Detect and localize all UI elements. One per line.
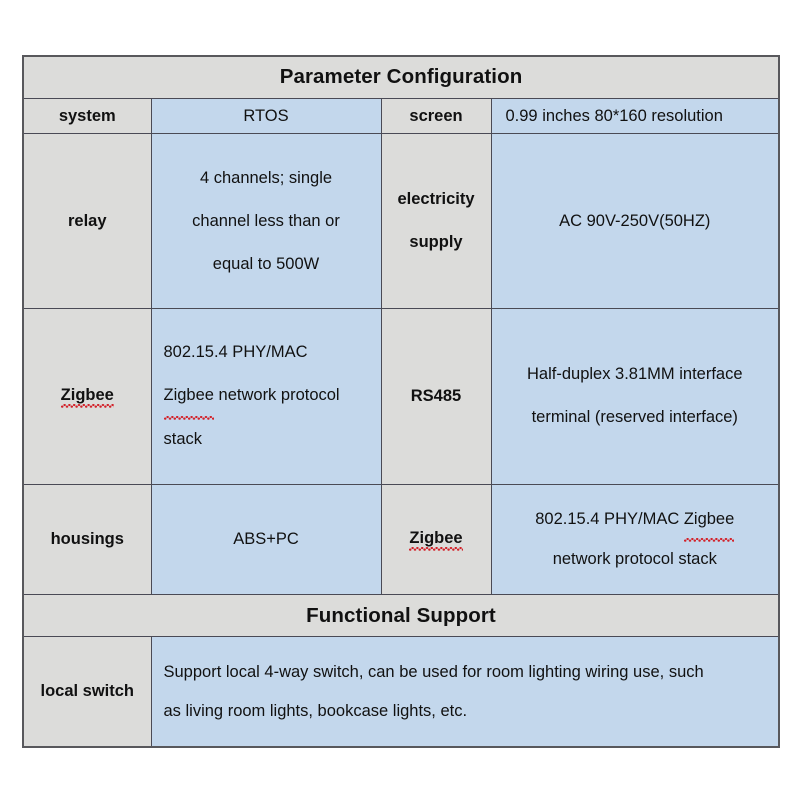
row-value-zigbee-line-1: 802.15.4 PHY/MAC	[163, 343, 308, 362]
row-value-housings: ABS+PC	[150, 483, 382, 596]
row-value-zigbee: 802.15.4 PHY/MAC Zigbee network protocol…	[150, 307, 382, 485]
parameter-configuration-table: Parameter Configuration system RTOS scre…	[22, 55, 781, 748]
row-value-relay-line-1: 4 channels; single	[199, 168, 333, 187]
row-value-relay-line-3: equal to 500W	[212, 254, 320, 273]
table-row-zigbee: Zigbee 802.15.4 PHY/MAC Zigbee network p…	[22, 307, 780, 485]
row-label-system: system	[22, 97, 152, 135]
row-label-zigbee: Zigbee	[22, 307, 152, 485]
row-value-rs485-line-1: Half-duplex 3.81MM interface	[527, 365, 743, 384]
row-label-local-switch: local switch	[22, 636, 152, 748]
row-value-zigbee-2-line-2: network protocol stack	[552, 549, 717, 568]
spec-table: Parameter Configuration system RTOS scre…	[22, 55, 781, 748]
row-label-zigbee-text: Zigbee	[60, 386, 115, 409]
row-value-zigbee-2-line-1: 802.15.4 PHY/MAC Zigbee	[500, 500, 771, 542]
table-title-parameter-configuration: Parameter Configuration	[22, 55, 780, 99]
row-label-relay: relay	[22, 133, 152, 309]
row-value-zigbee-2: 802.15.4 PHY/MAC Zigbee network protocol…	[490, 483, 780, 596]
row-value-rs485-line-2: terminal (reserved interface)	[531, 408, 738, 427]
table-row-relay: relay 4 channels; single channel less th…	[22, 133, 780, 309]
row-label-electricity-supply: electricity supply	[380, 133, 492, 309]
row-value-relay: 4 channels; single channel less than or …	[150, 133, 382, 309]
row-value-rs485: Half-duplex 3.81MM interface terminal (r…	[490, 307, 780, 485]
row-value-local-switch: Support local 4-way switch, can be used …	[150, 636, 780, 748]
table-section-functional-support: Functional Support	[22, 594, 780, 638]
spellcheck-word-zigbee-2: Zigbee	[683, 500, 735, 542]
row-label-screen: screen	[380, 97, 492, 135]
row-label-rs485: RS485	[380, 307, 492, 485]
table-row-functional-support-header: Functional Support	[22, 594, 780, 638]
row-value-system: RTOS	[150, 97, 382, 135]
table-row-local-switch: local switch Support local 4-way switch,…	[22, 636, 780, 748]
table-row-housings: housings ABS+PC Zigbee 802.15.4 PHY/MAC …	[22, 483, 780, 596]
row-label-electricity-supply-line-1: electricity	[397, 190, 475, 209]
row-value-zigbee-line-3: stack	[163, 430, 203, 449]
row-label-zigbee-2: Zigbee	[380, 483, 492, 596]
table-row-system: system RTOS screen 0.99 inches 80*160 re…	[22, 97, 780, 135]
row-label-zigbee-2-text: Zigbee	[409, 529, 463, 552]
row-label-electricity-supply-line-2: supply	[409, 233, 463, 252]
table-row-title: Parameter Configuration	[22, 55, 780, 99]
row-value-local-switch-line-1: Support local 4-way switch, can be used …	[163, 662, 704, 681]
row-value-screen: 0.99 inches 80*160 resolution	[490, 97, 780, 135]
row-value-relay-line-2: channel less than or	[192, 211, 340, 230]
spellcheck-word-zigbee: Zigbee	[163, 374, 215, 420]
row-label-housings: housings	[22, 483, 152, 596]
row-value-electricity-supply: AC 90V-250V(50HZ)	[490, 133, 780, 309]
row-value-local-switch-line-2: as living room lights, bookcase lights, …	[163, 701, 468, 720]
row-value-zigbee-line-2: Zigbee network protocol	[163, 374, 373, 420]
